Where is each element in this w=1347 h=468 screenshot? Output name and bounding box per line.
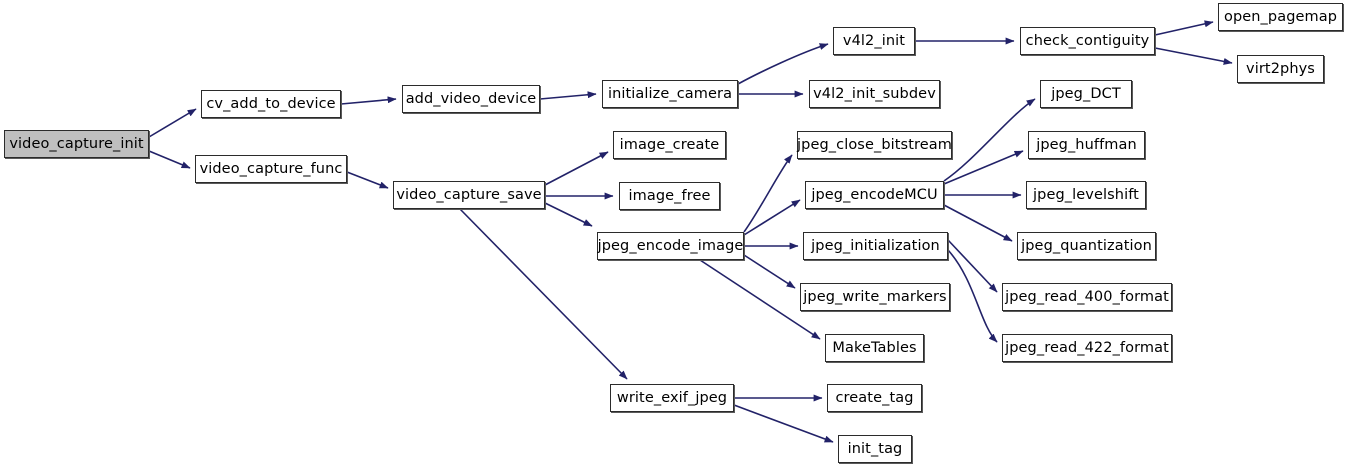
graph-node-label: create_tag bbox=[835, 389, 914, 406]
graph-edge-video_capture_save-to-jpeg_encode_image bbox=[544, 202, 593, 227]
graph-node-label: cv_add_to_device bbox=[206, 95, 336, 112]
graph-node-image_free[interactable]: image_free bbox=[619, 182, 720, 210]
graph-edge-video_capture_init-to-cv_add_to_device bbox=[148, 108, 197, 138]
graph-node-label: jpeg_read_422_format bbox=[1005, 339, 1169, 356]
graph-node-label: v4l2_init_subdev bbox=[813, 85, 936, 102]
graph-node-jpeg_write_markers[interactable]: jpeg_write_markers bbox=[800, 283, 950, 311]
graph-node-jpeg_encodeMCU[interactable]: jpeg_encodeMCU bbox=[805, 181, 944, 209]
graph-node-write_exif_jpeg[interactable]: write_exif_jpeg bbox=[610, 384, 734, 412]
graph-edge-jpeg_encode_image-to-jpeg_encodeMCU bbox=[743, 199, 801, 236]
graph-node-label: v4l2_init bbox=[842, 32, 906, 49]
graph-node-cv_add_to_device[interactable]: cv_add_to_device bbox=[201, 90, 341, 118]
graph-node-jpeg_close_bitstream[interactable]: jpeg_close_bitstream bbox=[797, 131, 952, 159]
graph-edge-jpeg_encode_image-to-jpeg_close_bitstream bbox=[743, 154, 793, 233]
graph-node-video_capture_init[interactable]: video_capture_init bbox=[4, 130, 149, 158]
graph-node-label: jpeg_encodeMCU bbox=[811, 186, 938, 203]
graph-node-jpeg_initialization[interactable]: jpeg_initialization bbox=[803, 232, 948, 260]
graph-node-label: jpeg_write_markers bbox=[803, 288, 947, 305]
graph-node-v4l2_init_subdev[interactable]: v4l2_init_subdev bbox=[809, 80, 940, 108]
graph-node-video_capture_func[interactable]: video_capture_func bbox=[195, 155, 347, 183]
graph-edge-write_exif_jpeg-to-init_tag bbox=[733, 404, 834, 443]
graph-edge-jpeg_encodeMCU-to-jpeg_huffman bbox=[943, 150, 1024, 185]
graph-node-jpeg_levelshift[interactable]: jpeg_levelshift bbox=[1026, 181, 1146, 209]
graph-node-check_contiguity[interactable]: check_contiguity bbox=[1020, 27, 1155, 55]
graph-edge-jpeg_encodeMCU-to-jpeg_quantization bbox=[943, 204, 1013, 242]
graph-node-label: jpeg_encode_image bbox=[597, 237, 744, 254]
graph-edge-jpeg_encode_image-to-jpeg_write_markers bbox=[743, 254, 796, 289]
graph-edge-initialize_camera-to-v4l2_init bbox=[737, 43, 829, 85]
graph-edge-video_capture_func-to-video_capture_save bbox=[346, 171, 389, 189]
graph-node-label: jpeg_huffman bbox=[1036, 136, 1137, 153]
graph-edge-cv_add_to_device-to-add_video_device bbox=[340, 96, 397, 105]
graph-node-v4l2_init[interactable]: v4l2_init bbox=[833, 27, 915, 55]
graph-node-jpeg_read_422_format[interactable]: jpeg_read_422_format bbox=[1002, 334, 1172, 362]
graph-node-label: video_capture_save bbox=[396, 186, 542, 203]
graph-node-video_capture_save[interactable]: video_capture_save bbox=[393, 181, 545, 209]
graph-node-label: open_pagemap bbox=[1223, 8, 1338, 25]
graph-node-jpeg_read_400_format[interactable]: jpeg_read_400_format bbox=[1002, 283, 1172, 311]
graph-node-jpeg_DCT[interactable]: jpeg_DCT bbox=[1040, 80, 1132, 108]
graph-node-label: jpeg_quantization bbox=[1021, 237, 1152, 254]
graph-node-add_video_device[interactable]: add_video_device bbox=[402, 85, 540, 113]
graph-node-label: video_capture_func bbox=[199, 160, 343, 177]
graph-node-initialize_camera[interactable]: initialize_camera bbox=[602, 80, 738, 108]
graph-node-label: image_create bbox=[619, 136, 720, 153]
graph-node-label: jpeg_read_400_format bbox=[1005, 288, 1169, 305]
graph-edge-check_contiguity-to-virt2phys bbox=[1154, 47, 1233, 65]
graph-edge-video_capture_init-to-video_capture_func bbox=[148, 150, 191, 169]
graph-node-label: jpeg_initialization bbox=[811, 237, 940, 254]
graph-node-jpeg_encode_image[interactable]: jpeg_encode_image bbox=[597, 232, 744, 260]
graph-node-create_tag[interactable]: create_tag bbox=[827, 384, 922, 412]
graph-node-init_tag[interactable]: init_tag bbox=[838, 435, 912, 463]
graph-edge-video_capture_save-to-image_create bbox=[544, 151, 609, 186]
graph-node-label: jpeg_close_bitstream bbox=[797, 136, 952, 153]
graph-edge-check_contiguity-to-open_pagemap bbox=[1154, 20, 1214, 36]
graph-node-virt2phys[interactable]: virt2phys bbox=[1237, 55, 1324, 83]
graph-node-label: initialize_camera bbox=[607, 85, 733, 102]
graph-edge-add_video_device-to-initialize_camera bbox=[539, 91, 597, 100]
graph-node-MakeTables[interactable]: MakeTables bbox=[825, 334, 924, 362]
graph-node-label: check_contiguity bbox=[1025, 32, 1150, 49]
graph-node-label: jpeg_levelshift bbox=[1033, 186, 1139, 203]
graph-node-label: virt2phys bbox=[1246, 60, 1315, 77]
graph-node-label: add_video_device bbox=[405, 90, 537, 107]
graph-node-label: jpeg_DCT bbox=[1051, 85, 1121, 102]
graph-node-label: write_exif_jpeg bbox=[616, 389, 728, 406]
graph-node-label: init_tag bbox=[847, 440, 903, 457]
graph-node-label: image_free bbox=[628, 187, 711, 204]
graph-edge-jpeg_initialization-to-jpeg_read_422_format bbox=[947, 249, 998, 343]
graph-node-label: video_capture_init bbox=[9, 135, 144, 152]
graph-node-jpeg_huffman[interactable]: jpeg_huffman bbox=[1028, 131, 1145, 159]
graph-node-jpeg_quantization[interactable]: jpeg_quantization bbox=[1017, 232, 1156, 260]
graph-node-image_create[interactable]: image_create bbox=[613, 131, 726, 159]
graph-edge-jpeg_initialization-to-jpeg_read_400_format bbox=[947, 239, 998, 293]
graph-node-open_pagemap[interactable]: open_pagemap bbox=[1218, 3, 1343, 31]
graph-node-label: MakeTables bbox=[832, 339, 917, 356]
